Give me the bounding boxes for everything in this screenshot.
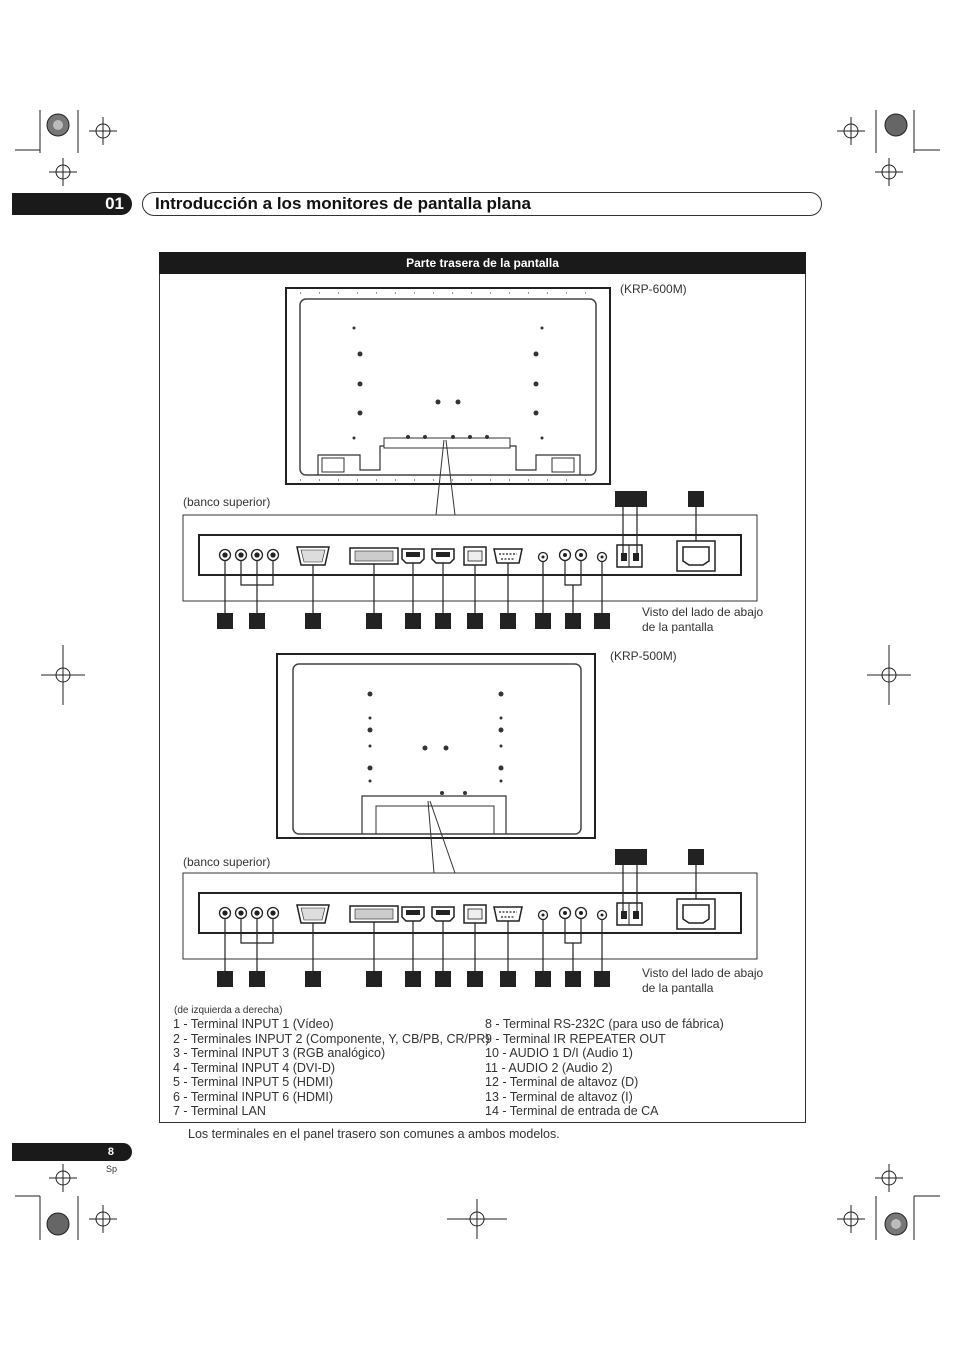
- model-label-krp-500m: (KRP-500M): [610, 649, 677, 663]
- view-note-bottom-2: de la pantalla: [642, 981, 714, 995]
- legend-item: 10 - AUDIO 1 D/I (Audio 1): [485, 1046, 633, 1060]
- legend-item: 8 - Terminal RS-232C (para uso de fábric…: [485, 1017, 724, 1031]
- legend-left-column: 1 - Terminal INPUT 1 (Vídeo) 2 - Termina…: [173, 1017, 490, 1119]
- krp-500m-rear-view: [276, 653, 596, 874]
- legend-heading: (de izquierda a derecha): [174, 1005, 283, 1016]
- chapter-title: Introducción a los monitores de pantalla…: [142, 192, 822, 216]
- legend-item: 11 - AUDIO 2 (Audio 2): [485, 1060, 613, 1075]
- legend-item: 6 - Terminal INPUT 6 (HDMI): [173, 1089, 333, 1104]
- legend-item: 14 - Terminal de entrada de CA: [485, 1104, 659, 1118]
- model-label-krp-600m: (KRP-600M): [620, 282, 687, 296]
- chapter-number-tab: 01: [12, 193, 132, 215]
- footnote: Los terminales en el panel trasero son c…: [188, 1127, 560, 1141]
- legend-item: 1 - Terminal INPUT 1 (Vídeo): [173, 1017, 334, 1031]
- view-note-top-1: Visto del lado de abajo: [642, 605, 764, 619]
- legend-item: 3 - Terminal INPUT 3 (RGB analógico): [173, 1046, 386, 1060]
- bank-label-bottom: (banco superior): [183, 855, 271, 869]
- page-language: Sp: [106, 1164, 118, 1174]
- section-title: Parte trasera de la pantalla: [159, 252, 806, 274]
- page-number: 8: [12, 1143, 132, 1161]
- legend-item: 13 - Terminal de altavoz (I): [485, 1089, 633, 1104]
- legend-right-column: 8 - Terminal RS-232C (para uso de fábric…: [485, 1017, 724, 1119]
- view-note-top-2: de la pantalla: [642, 620, 714, 634]
- legend-item: 12 - Terminal de altavoz (D): [485, 1075, 639, 1089]
- bank-label-top: (banco superior): [183, 495, 271, 509]
- legend-item: 7 - Terminal LAN: [173, 1104, 266, 1118]
- krp-600m-rear-view: [285, 287, 611, 516]
- legend-item: 5 - Terminal INPUT 5 (HDMI): [173, 1075, 333, 1089]
- legend-item: 4 - Terminal INPUT 4 (DVI-D): [173, 1060, 336, 1075]
- view-note-bottom-1: Visto del lado de abajo: [642, 966, 764, 980]
- legend-item: 2 - Terminales INPUT 2 (Componente, Y, C…: [173, 1031, 490, 1046]
- legend-item: 9 - Terminal IR REPEATER OUT: [485, 1031, 666, 1046]
